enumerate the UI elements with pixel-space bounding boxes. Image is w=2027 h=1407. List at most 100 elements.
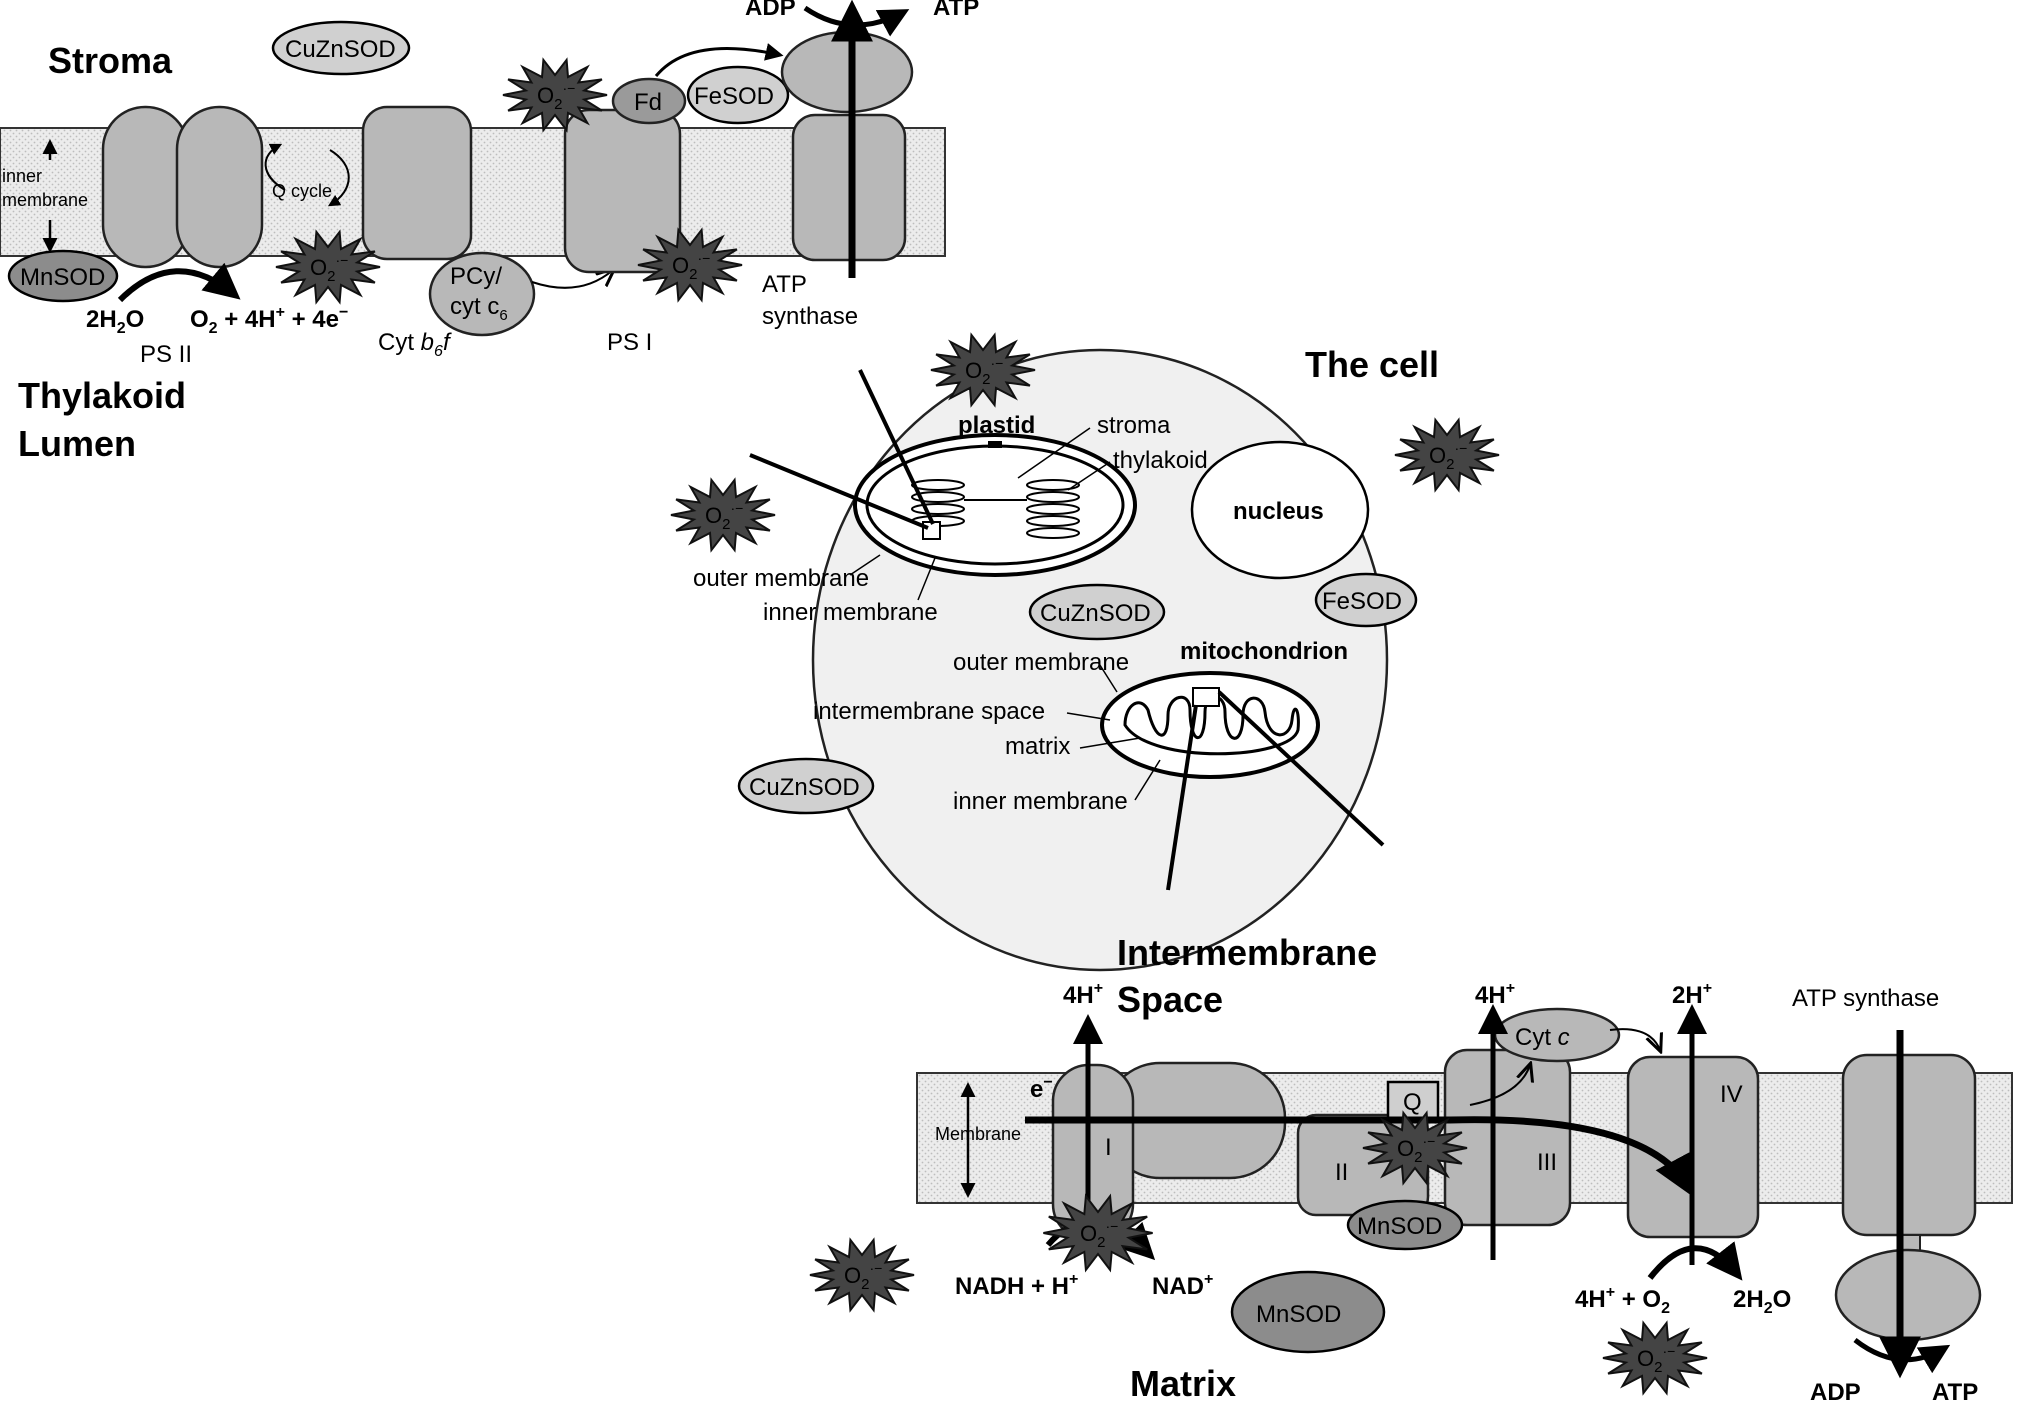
thylakoid-pointer: [1067, 461, 1111, 491]
mitochondrion-zoom-box: [1192, 687, 1220, 707]
superoxide-label-9: O2·−: [844, 1260, 882, 1293]
superoxide-burst-7: [1043, 1193, 1153, 1273]
electron-label: e−: [1030, 1074, 1053, 1103]
fd-to-atp-arrow: [654, 43, 784, 77]
inner-membrane-label-2: membrane: [2, 190, 88, 210]
plastid-outer-membrane-label: outer membrane: [693, 565, 869, 592]
superoxide-label-6: O2·−: [1429, 440, 1467, 473]
cuznsod-cytosol-enzyme: [1028, 583, 1166, 641]
mito-atp-synthase-f1: [1834, 1248, 1982, 1342]
oxygen-evolution-label: O2 + 4H+ + 4e−: [190, 304, 348, 337]
complex-i-label: I: [1105, 1134, 1112, 1161]
q-label: Q: [1403, 1089, 1422, 1116]
cuznsod-cytosol-label: CuZnSOD: [1040, 600, 1151, 627]
pcy-label-1: PCy/: [450, 263, 502, 290]
superoxide-label-8: O2·−: [1397, 1133, 1435, 1166]
cp-atp-synthase-label-2: synthase: [762, 303, 858, 330]
membrane-label: Membrane: [935, 1124, 1021, 1144]
intermembrane-pointer: [1066, 712, 1111, 721]
plastid-stroma-label: stroma: [1097, 412, 1171, 439]
mito-adp-to-atp-arrow: [1853, 1338, 1951, 1374]
cytc-to-complex-iv-arrow: [1609, 1028, 1660, 1050]
ferredoxin: [611, 77, 687, 125]
mito-outer-pointer: [1097, 661, 1118, 693]
mnsod-matrix-enzyme: [1230, 1270, 1386, 1354]
nucleus-label: nucleus: [1233, 498, 1324, 525]
cp-atp-label: ATP: [933, 0, 979, 21]
plastocyanin-enzyme: [428, 251, 536, 337]
superoxide-label-2: O2·−: [310, 252, 348, 285]
mnsod-matrix-label: MnSOD: [1256, 1301, 1341, 1328]
superoxide-label-3: O2·−: [672, 250, 710, 283]
superoxide-burst-2: [275, 229, 381, 305]
mito-matrix-label: matrix: [1005, 733, 1070, 760]
plastid-zoom-line-2: [858, 369, 935, 525]
fd-label: Fd: [634, 89, 662, 116]
water-splitting-arrow: [117, 262, 241, 303]
mito-atp-label: ATP: [1932, 1379, 1978, 1402]
mito-atp-synthase-label: ATP synthase: [1792, 985, 1939, 1012]
q-cycle-label: Q cycle: [272, 181, 332, 201]
mitochondrial-panel: Intermembrane Space Matrix Membrane I II…: [916, 932, 2013, 1406]
mitochondrion-cristae: [1123, 695, 1300, 756]
superoxide-burst-5: [670, 477, 776, 553]
plastid-marker: [988, 441, 1002, 448]
nad-label: NAD+: [1152, 1271, 1213, 1300]
electron-transport-path: [1025, 1116, 1694, 1198]
thylakoid-panel: Stroma Thylakoid Lumen inner membrane PS…: [0, 0, 979, 464]
pcy-to-psi-arrow: [531, 270, 613, 289]
mnsod-membrane-enzyme: [1346, 1199, 1464, 1251]
cell-panel: The cell plastid stroma thylakoid outer …: [693, 344, 1439, 972]
mitochondrion-label: mitochondrion: [1180, 638, 1348, 665]
superoxide-burst-4: [930, 332, 1036, 408]
cyt-b6f-complex: [361, 105, 473, 261]
superoxide-burst-9: [809, 1237, 915, 1313]
complex-iii-protons: 4H+: [1475, 980, 1515, 1009]
complex-i-protons: 4H+: [1063, 980, 1103, 1009]
plastid-inner-membrane-label: inner membrane: [763, 599, 938, 626]
superoxide-label-10: O2·−: [1637, 1343, 1675, 1376]
intermembrane-space-label: intermembrane space: [813, 698, 1045, 725]
superoxide-label-7: O2·−: [1080, 1218, 1118, 1251]
plastid-outer-pointer: [849, 554, 881, 576]
mnsod-stroma-enzyme: [7, 249, 119, 303]
mito-adp-label: ADP: [1810, 1379, 1861, 1402]
superoxide-burst-10: [1602, 1320, 1708, 1396]
fesod-cytosol-label: FeSOD: [1322, 588, 1402, 615]
superoxide-burst-3: [637, 227, 743, 303]
complex-ii-label: II: [1335, 1159, 1348, 1186]
ims-label-2: Space: [1117, 979, 1223, 1020]
psii-right-subunit: [175, 105, 264, 269]
fesod-stroma-label: FeSOD: [694, 83, 774, 110]
superoxide-radicals: O2·−O2·−O2·−O2·−O2·−O2·−O2·−O2·−O2·−O2·−: [275, 57, 1708, 1396]
complex-iv-label: IV: [1720, 1081, 1743, 1108]
oxygen-reduction-label: 4H+ + O2: [1575, 1284, 1670, 1317]
plastid-thylakoid-label: thylakoid: [1113, 447, 1208, 474]
superoxide-label-1: O2·−: [537, 80, 575, 113]
cp-atp-synthase-label-1: ATP: [762, 271, 807, 298]
thylakoid-stacks: [911, 479, 1080, 539]
psii-left-subunit: [101, 105, 190, 269]
nucleus: [1190, 440, 1370, 580]
stroma-pointer: [1017, 427, 1091, 479]
cp-adp-label: ADP: [745, 0, 796, 21]
thylakoid-lumen-label-1: Thylakoid: [18, 375, 186, 416]
ubiquinone: [1386, 1080, 1440, 1122]
superoxide-label-5: O2·−: [705, 500, 743, 533]
complex-iv-protons: 2H+: [1672, 980, 1712, 1009]
pcy-label-2: cyt c6: [450, 293, 508, 324]
cuznsod-extracellular-label: CuZnSOD: [749, 774, 860, 801]
fesod-stroma-enzyme: [686, 65, 790, 125]
mito-inner-membrane-label: inner membrane: [953, 788, 1128, 815]
mito-zoom-line-1: [1166, 704, 1198, 891]
cp-atp-synthase-f1: [780, 30, 914, 114]
mito-atp-synthase-fo: [1841, 1053, 1977, 1237]
matrix-pointer: [1079, 737, 1141, 749]
fesod-cytosol-enzyme: [1314, 572, 1418, 628]
q-cycle-arrow-right: [327, 149, 350, 207]
q-cycle-arrow-left: [264, 143, 286, 191]
cyt-b6f-label: Cyt b6f: [378, 329, 452, 360]
cyt-c-label: Cyt c: [1515, 1024, 1570, 1051]
